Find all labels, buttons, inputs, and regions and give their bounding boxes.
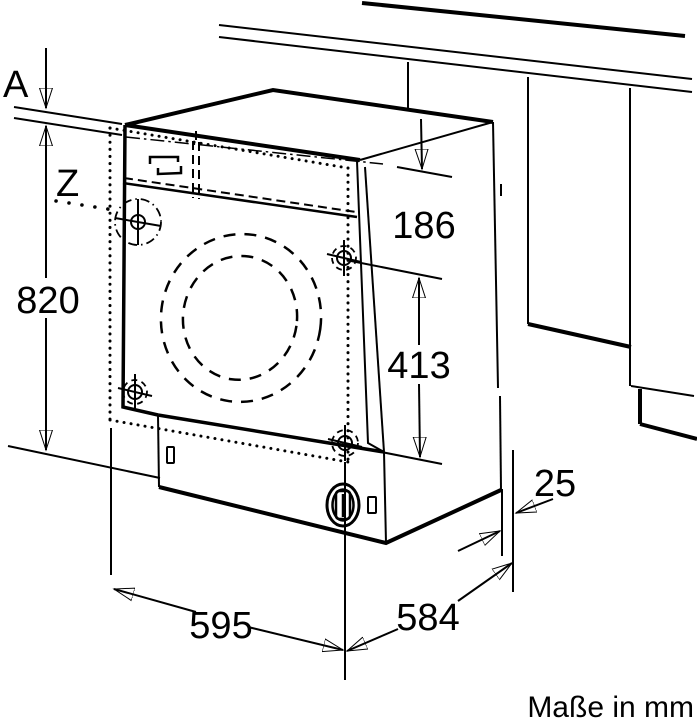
dimension-820: 820 — [7, 126, 161, 479]
front-right-edge — [356, 160, 385, 453]
panel-bottom-dashed — [123, 177, 357, 213]
z-detail-circle — [114, 198, 162, 246]
side-wall-bottom-edge — [527, 322, 632, 349]
dimension-a: A — [3, 48, 46, 108]
base-top-edge — [157, 413, 385, 454]
dimension-186: 186 — [392, 62, 456, 247]
furniture-door-outline — [108, 126, 350, 464]
dimension-584-value: 584 — [396, 597, 459, 639]
z-callout: Z — [54, 163, 116, 212]
screw-hole-top-left — [114, 198, 162, 246]
dimension-186-arrow-down — [421, 118, 422, 169]
door-outline-top — [108, 126, 350, 170]
screw-hole-top-right — [326, 240, 362, 276]
porthole-door-circle — [159, 232, 323, 404]
worktop-top-edge — [361, 1, 686, 38]
dimension-25: 25 — [457, 450, 576, 592]
plinth-recess-line — [630, 385, 695, 397]
dimension-25-arrow-right — [516, 498, 554, 514]
worktop-front-edge-upper — [218, 24, 693, 80]
dimension-584-arrow-left — [347, 628, 399, 652]
pump-cover-handle — [334, 489, 352, 521]
worktop — [13, 1, 693, 136]
pump-cover-outer — [325, 482, 361, 528]
worktop-front-edge-lower — [218, 36, 693, 93]
dimension-595-value: 595 — [189, 605, 252, 647]
porthole-outer-ring — [159, 232, 323, 404]
top-face-rear-edges — [124, 87, 494, 127]
base-slot-right — [367, 496, 377, 514]
rear-right-edge-lower — [499, 395, 502, 491]
screw-dashed-ring — [122, 379, 148, 405]
dimension-413-extension-bottom — [350, 445, 443, 465]
top-face-front-edge — [124, 123, 361, 162]
dimension-413-value: 413 — [387, 345, 450, 387]
floor-line — [7, 445, 161, 479]
front-left-edge — [121, 124, 159, 417]
dimension-413-extension-top — [350, 260, 443, 280]
niche-side-wall — [527, 77, 697, 441]
plinth-bottom-edge — [639, 422, 697, 441]
dimension-584: 584 — [347, 563, 512, 652]
dimension-595: 595 — [110, 428, 346, 680]
dimension-25-arrow-left — [457, 530, 500, 552]
base-right-edge — [383, 451, 387, 544]
door-outline-bottom — [108, 418, 350, 464]
washing-machine-outline — [121, 87, 502, 546]
dimension-413: 413 — [350, 260, 451, 465]
units-note: Maße in mm — [527, 691, 694, 720]
detergent-drawer-bracket-top — [148, 155, 180, 164]
panel-marking-line — [125, 136, 384, 165]
z-label: Z — [56, 163, 79, 205]
base-left-edge — [157, 414, 160, 488]
dimension-a-label: A — [3, 64, 29, 106]
base-panel-details — [166, 446, 377, 528]
worktop-left-upper — [13, 106, 123, 125]
dimension-820-value: 820 — [16, 280, 79, 322]
side-flange-edge — [364, 166, 385, 453]
dimension-595-arrow-right — [247, 626, 343, 650]
screw-hole-bottom-right — [327, 425, 363, 461]
dimension-413-arrow-down — [419, 383, 420, 457]
screw-dashed-ring — [331, 245, 357, 271]
dimension-584-arrow-right — [457, 563, 512, 602]
detergent-drawer-bracket-bottom — [156, 166, 183, 176]
dimension-595-arrow-left — [114, 589, 197, 613]
dimension-186-extension — [396, 166, 453, 178]
screw-hole-bottom-left — [117, 374, 153, 410]
screw-dashed-ring — [331, 429, 359, 457]
pump-cover-inner — [331, 488, 355, 522]
top-face-right-edge — [359, 121, 494, 161]
porthole-inner-ring — [181, 254, 299, 382]
panel-bottom-edge — [122, 181, 358, 219]
base-slot-left — [166, 446, 175, 464]
dimension-25-value: 25 — [534, 463, 576, 505]
rear-right-edge-upper — [492, 121, 499, 389]
dimension-186-value: 186 — [392, 205, 455, 247]
control-panel-band — [122, 131, 384, 219]
pump-access-cover — [325, 482, 361, 528]
worktop-left-lower — [13, 117, 123, 136]
